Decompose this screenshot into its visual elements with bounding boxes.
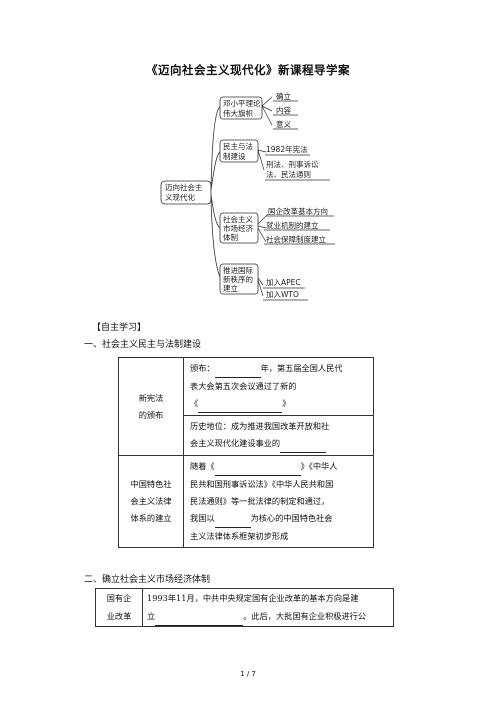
row-soe-reform-label: 国有企 业改革 [95,588,143,627]
text: 我国以 [190,513,215,523]
row-legal-system-label: 中国特色社 会主义法律 体系的建立 [118,455,184,548]
branch-4-line1: 推进国际 [223,265,253,275]
branch-1-line2: 伟大旗帜 [223,108,253,118]
branch-1-item-1: 确立 [276,91,291,101]
text: 表大会第五次会议通过了新的 [190,381,297,391]
branch-1-item-3: 意义 [276,119,291,129]
branch-4-item-1: 加入APEC [266,277,301,287]
branch-3-item-3: 社会保障制度建立 [266,234,326,244]
connector-3 [210,194,221,229]
answer-blank[interactable] [155,607,244,626]
label-line: 会主义法律 [130,496,172,506]
text: 随着《 [190,461,215,471]
label-line: 国有企 [106,593,132,603]
section-1-heading: 一、社会主义民主与法制建设 [84,340,202,350]
table-democracy-legal: 新宪法 的颁布 颁布： 年，第五届全国人民代 表大会第五次会议通过了新的 《 》… [118,357,374,548]
page-number: 1 / 7 [240,670,256,678]
row-new-constitution-label: 新宪法 的颁布 [118,357,184,456]
cell-promulgation: 颁布： 年，第五届全国人民代 表大会第五次会议通过了新的 《 》 [183,357,374,416]
mindmap-root-line2: 义现代化 [165,192,195,202]
answer-blank[interactable] [214,458,301,476]
text: 1993年11月，中共中央规定国有企业改革的基本方向是建 [147,593,359,603]
self-study-heading: 【自主学习】 [92,323,147,333]
branch-1-line1: 邓小平理论 [223,98,261,108]
branch-4-box [219,263,259,295]
connector-2 [210,151,221,191]
branch-3-line2: 市场经济 [223,223,253,233]
label-line: 业改革 [106,611,132,621]
branch-3-line1: 社会主义 [223,214,253,224]
branch-4-line2: 新秩序的 [223,274,253,284]
text: 历史地位：成为推进我国改革开放和社 [190,421,330,431]
text: 》《中华人 [300,461,338,471]
answer-blank[interactable] [198,395,283,413]
branch-2-item-1: 1982年宪法 [266,144,308,154]
label-line: 体系的建立 [130,513,172,523]
answer-blank[interactable] [214,360,261,378]
branch-3-item-2: 就业机制的建立 [266,220,319,230]
text: 民法通则》等一批法律的制定和通过， [190,496,330,506]
branch-1-box [219,96,263,120]
text: 《 [190,398,199,408]
branch-3-item-1: 国企改革基本方向 [268,206,328,216]
cell-soe-reform: 1993年11月，中共中央规定国有企业改革的基本方向是建 立 。此后，大批国有企… [142,588,394,627]
branch-4-item-2: 加入WTO [266,289,299,299]
connector-1 [210,106,221,191]
cell-legal-system: 随着《 》《中华人 民共和国刑事诉讼法》《中华人民共和国 民法通则》等一批法律的… [183,455,374,548]
label-line: 的颁布 [138,409,164,420]
mindmap-root-line1: 迈向社会主 [165,182,203,192]
label-line: 中国特色社 [130,479,172,489]
cell-historical-status: 历史地位：成为推进我国改革开放和社 会主义现代化建设事业的 [183,415,374,456]
text: 会主义现代化建设事业的 [190,438,281,448]
answer-blank[interactable] [280,435,327,453]
answer-blank[interactable] [214,510,251,528]
section-2-heading: 二、确立社会主义市场经济体制 [84,575,211,585]
branch-1-item-2: 内容 [276,105,291,115]
branch-2-line2: 制建设 [223,151,246,161]
branch-2-item-3: 法、民法通则 [266,169,311,179]
page-title: 《迈向社会主义现代化》新课程导学案 [146,63,350,77]
text: 主义法律体系框架初步形成 [190,531,289,541]
mind-map: 迈向社会主 义现代化 邓小平理论 伟大旗帜 确立 内容 意义 民主与法 制建设 … [160,91,335,301]
branch-4-line3: 建立 [223,283,238,293]
branch-2-line1: 民主与法 [223,141,253,151]
text: 为核心的中国特色社会 [250,513,333,523]
label-line: 新宪法 [138,392,164,403]
connector-4 [210,196,221,278]
text: 民共和国刑事诉讼法》《中华人民共和国 [190,479,334,489]
mindmap-root-box [160,180,212,205]
branch-2-item-2: 刑法、刑事诉讼 [266,159,319,169]
text: 》 [282,398,291,408]
text: 立 [147,611,156,621]
table-market-economy: 国有企 业改革 1993年11月，中共中央规定国有企业改革的基本方向是建 立 。… [95,588,394,627]
text: 。此后，大批国有企业积极进行公 [243,611,367,621]
branch-3-line3: 体制 [223,232,238,242]
text: 颁布： [190,363,215,373]
text: 年，第五届全国人民代 [260,363,343,373]
